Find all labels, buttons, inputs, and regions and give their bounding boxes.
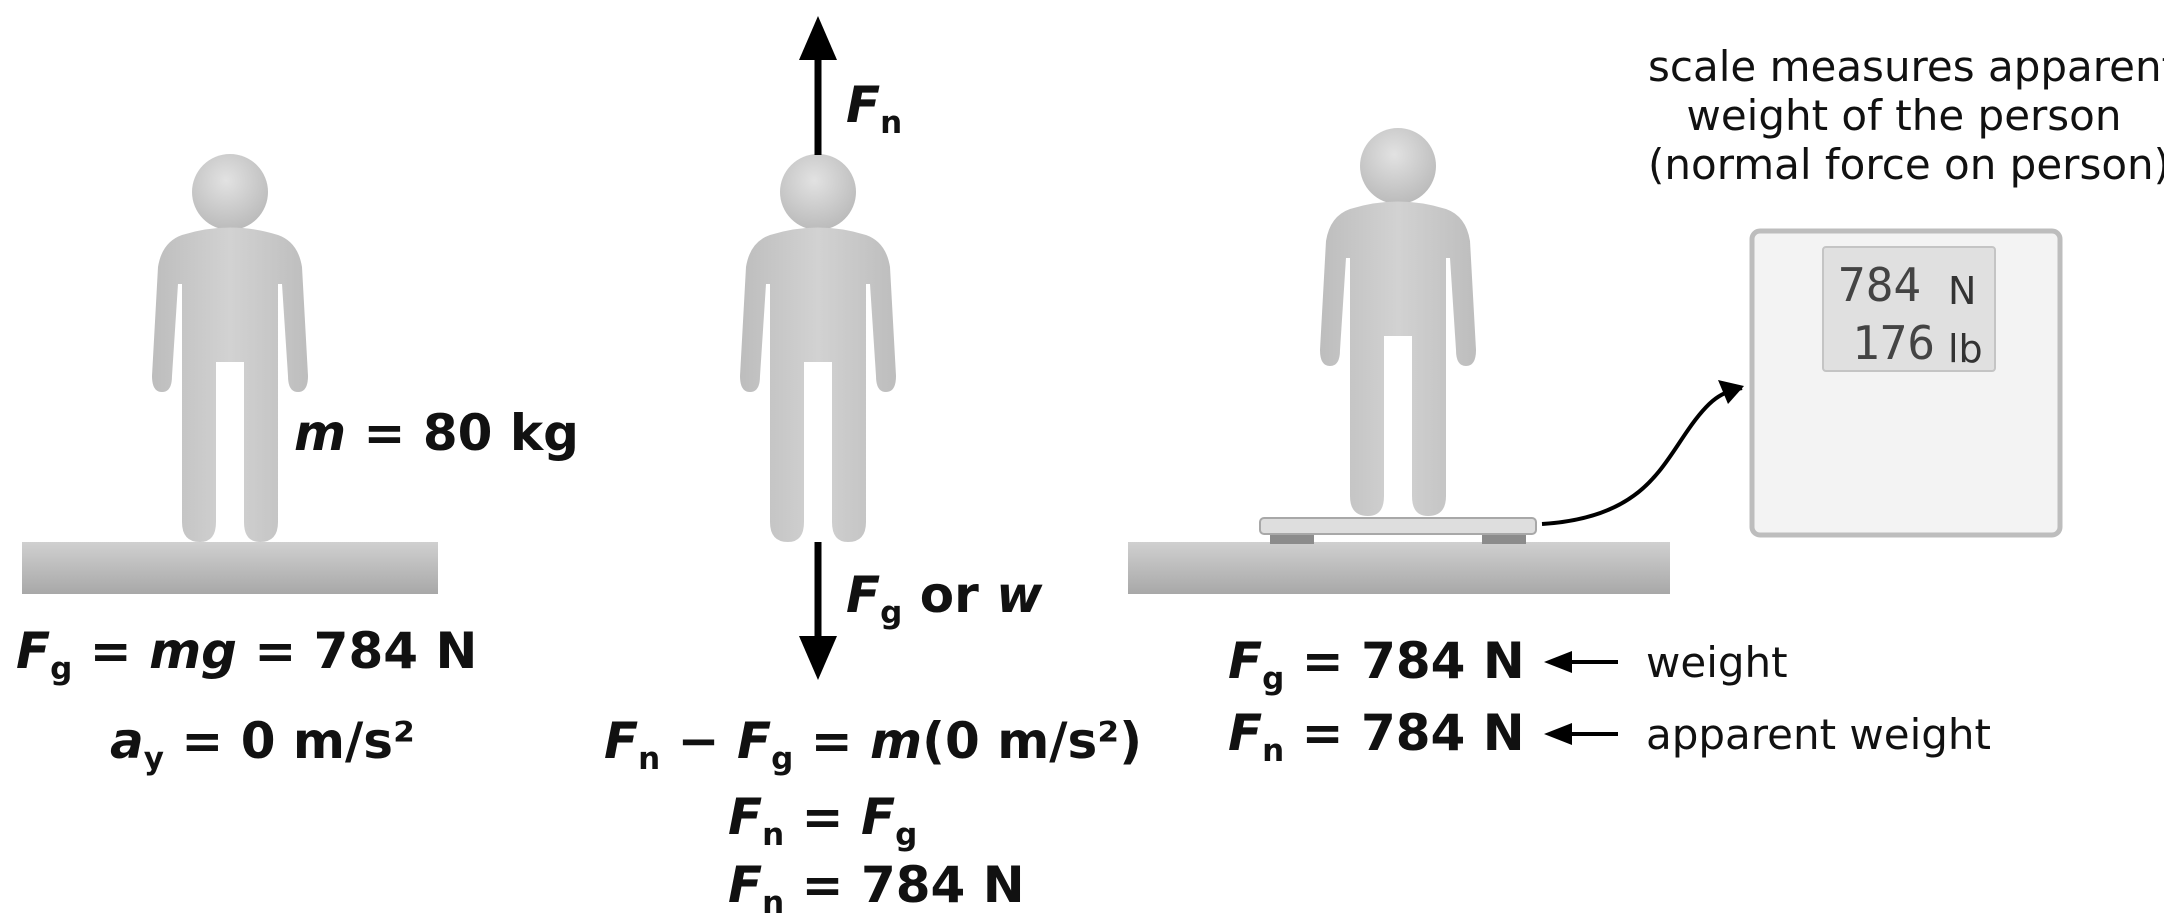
normal-force-label: Fn <box>846 76 903 141</box>
scale-caption-line-2: weight of the person <box>1686 91 2122 141</box>
apparent-weight-annotation: apparent weight <box>1646 710 1992 759</box>
gravity-force-arrow <box>799 542 837 680</box>
mass-label: m = 80 kg <box>294 404 579 462</box>
apparent-weight-equation: Fn = 784 N <box>1228 704 1525 769</box>
ground-right <box>1128 542 1670 594</box>
weight-arrow <box>1544 651 1618 673</box>
person-left <box>152 154 308 542</box>
apparent-weight-arrow <box>1544 723 1618 745</box>
scale-reading-pounds: 176 <box>1852 316 1936 370</box>
normal-force-value-equation: Fn = 784 N <box>728 856 1025 921</box>
scale-unit-pounds: lb <box>1948 327 1983 371</box>
person-right <box>1320 128 1476 516</box>
callout-curve <box>1541 386 1743 526</box>
weight-annotation: weight <box>1646 638 1788 687</box>
lcd-screen <box>1822 246 1996 372</box>
scale-caption: scale measures apparent weight of the pe… <box>1648 42 2164 190</box>
weight-equation-left: Fg = mg = 784 N <box>16 622 478 687</box>
scale-unit-newtons: N <box>1948 269 1977 313</box>
normal-equals-gravity-equation: Fn = Fg <box>728 788 918 853</box>
normal-force-arrow <box>799 16 837 155</box>
callout-arrowhead <box>1718 380 1744 404</box>
bathroom-scale <box>1259 517 1537 535</box>
ground-left <box>22 542 438 594</box>
scale-caption-line-1: scale measures apparent <box>1648 42 2164 91</box>
acceleration-equation: ay = 0 m/s² <box>110 712 415 777</box>
gravity-force-label: Fg or w <box>846 566 1043 631</box>
person-middle <box>740 154 896 542</box>
scale-reading-newtons: 784 <box>1838 258 1922 312</box>
newton-second-law-equation: Fn − Fg = m(0 m/s²) <box>604 712 1143 777</box>
weight-equation-right: Fg = 784 N <box>1228 632 1525 697</box>
scale-caption-line-3: (normal force on person) <box>1648 140 2164 190</box>
